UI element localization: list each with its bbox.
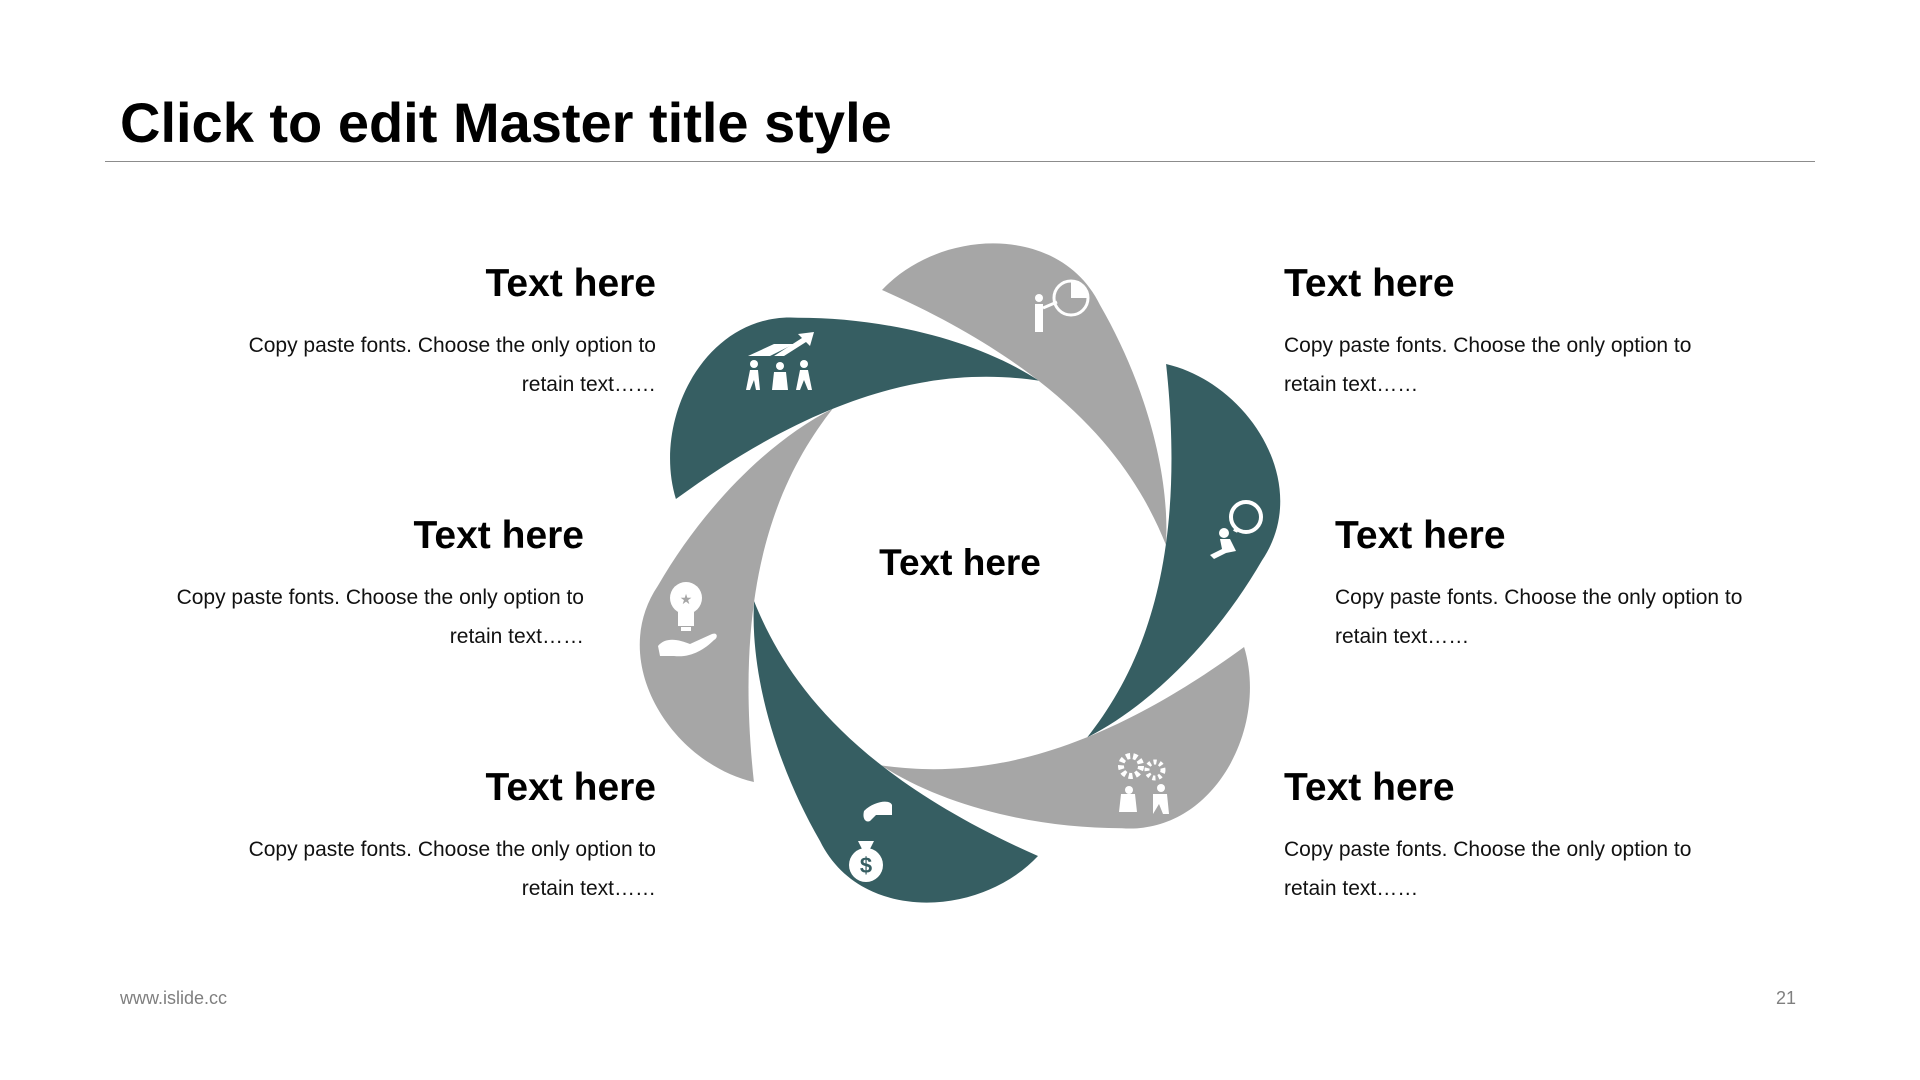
item-heading[interactable]: Text here <box>1284 766 1455 809</box>
petal-left[interactable] <box>571 408 974 805</box>
item-bottom-right: Text here Copy paste fonts. Choose the o… <box>1284 766 1744 908</box>
petal-top[interactable] <box>882 243 1167 545</box>
item-body[interactable]: Copy paste fonts. Choose the only option… <box>176 586 584 648</box>
item-mid-right: Text here Copy paste fonts. Choose the o… <box>1335 514 1795 656</box>
item-heading[interactable]: Text here <box>1335 514 1506 557</box>
svg-text:★: ★ <box>680 592 693 608</box>
teamwork-gears-icon <box>1118 753 1169 814</box>
center-label[interactable]: Text here <box>879 542 1041 583</box>
item-body[interactable]: Copy paste fonts. Choose the only option… <box>1284 838 1692 900</box>
item-top-left: Text here Copy paste fonts. Choose the o… <box>96 262 656 404</box>
svg-text:$: $ <box>860 853 872 878</box>
item-mid-left: Text here Copy paste fonts. Choose the o… <box>24 514 584 656</box>
item-bottom-left: Text here Copy paste fonts. Choose the o… <box>96 766 656 908</box>
petal-bottom[interactable] <box>753 601 1038 903</box>
item-heading[interactable]: Text here <box>485 766 656 809</box>
presentation-chart-icon <box>1035 279 1090 332</box>
item-heading[interactable]: Text here <box>413 514 584 557</box>
team-growth-arrow-icon <box>746 332 814 390</box>
item-body[interactable]: Copy paste fonts. Choose the only option… <box>248 334 656 396</box>
item-heading[interactable]: Text here <box>1284 262 1455 305</box>
item-body[interactable]: Copy paste fonts. Choose the only option… <box>1335 586 1743 648</box>
slide-title[interactable]: Click to edit Master title style <box>120 91 892 154</box>
petal-bottom-right[interactable] <box>881 519 1284 916</box>
petal-right[interactable] <box>945 341 1348 738</box>
page-number: 21 <box>1776 988 1797 1008</box>
item-body[interactable]: Copy paste fonts. Choose the only option… <box>248 838 656 900</box>
idea-bulb-hand-icon: ★ <box>658 582 717 657</box>
money-bag-icon: $ <box>849 801 892 882</box>
footer-website: www.islide.cc <box>120 988 228 1008</box>
item-heading[interactable]: Text here <box>485 262 656 305</box>
item-top-right: Text here Copy paste fonts. Choose the o… <box>1284 262 1744 404</box>
item-body[interactable]: Copy paste fonts. Choose the only option… <box>1284 334 1692 396</box>
title-divider <box>105 161 1815 162</box>
search-person-icon <box>1210 500 1263 559</box>
petal-top-left[interactable] <box>636 229 1039 626</box>
